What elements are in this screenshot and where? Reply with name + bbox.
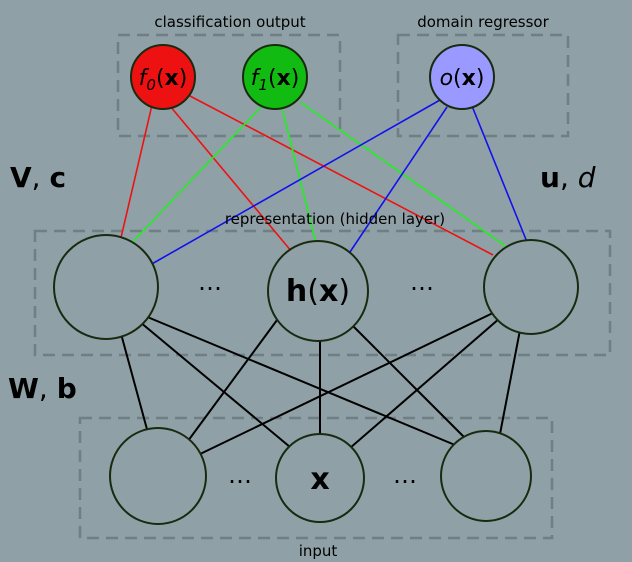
- edge: [189, 95, 494, 256]
- edge: [184, 315, 281, 446]
- edge: [347, 106, 448, 256]
- o-label: o(x): [440, 66, 485, 91]
- input-node-right: [440, 430, 532, 522]
- ellipsis-hidden-left: …: [198, 268, 222, 296]
- edge: [351, 324, 466, 439]
- edge: [139, 321, 291, 448]
- param-u-d: u, d: [540, 161, 596, 194]
- ellipsis-input-left: …: [228, 461, 252, 489]
- hidden-node-label: h(x): [286, 274, 350, 309]
- input-layer-box: [78, 416, 554, 540]
- hidden-node-left: [53, 234, 159, 340]
- classification-output-box: [116, 33, 342, 138]
- f1-label: f1(x): [251, 66, 300, 94]
- param-w-b: W, b: [8, 372, 77, 405]
- hidden-node-middle: [267, 240, 369, 342]
- edge: [281, 107, 317, 244]
- edge: [149, 99, 441, 266]
- edge: [299, 101, 515, 253]
- input-hidden-edges: [119, 311, 521, 456]
- edge: [349, 317, 501, 449]
- f1-edges: [124, 101, 515, 253]
- input-node-left: [109, 427, 207, 525]
- edge: [197, 311, 496, 456]
- param-v-c: V, c: [10, 161, 66, 194]
- ellipsis-input-right: …: [393, 461, 417, 489]
- edge: [144, 315, 456, 446]
- f0-label: f0(x): [139, 66, 188, 94]
- edge: [119, 104, 153, 243]
- o-node: [429, 44, 495, 110]
- hidden-layer-box: [33, 229, 612, 357]
- f0-edges: [119, 95, 494, 256]
- edge: [169, 105, 293, 253]
- edge: [119, 329, 149, 434]
- input-title: input: [299, 542, 338, 560]
- f1-node: [242, 44, 308, 110]
- o-edges: [149, 99, 528, 266]
- input-node-middle: [275, 433, 365, 523]
- edge: [471, 105, 528, 243]
- input-node-label: x: [310, 462, 329, 497]
- hidden-node-right: [483, 239, 579, 335]
- classification-output-title: classification output: [154, 13, 305, 31]
- hidden-layer-title: representation (hidden layer): [225, 210, 445, 228]
- edge: [124, 105, 263, 251]
- domain-regressor-title: domain regressor: [417, 13, 549, 31]
- edge: [499, 329, 521, 435]
- domain-regressor-box: [396, 33, 570, 138]
- ellipsis-hidden-right: …: [410, 268, 434, 296]
- f0-node: [130, 44, 196, 110]
